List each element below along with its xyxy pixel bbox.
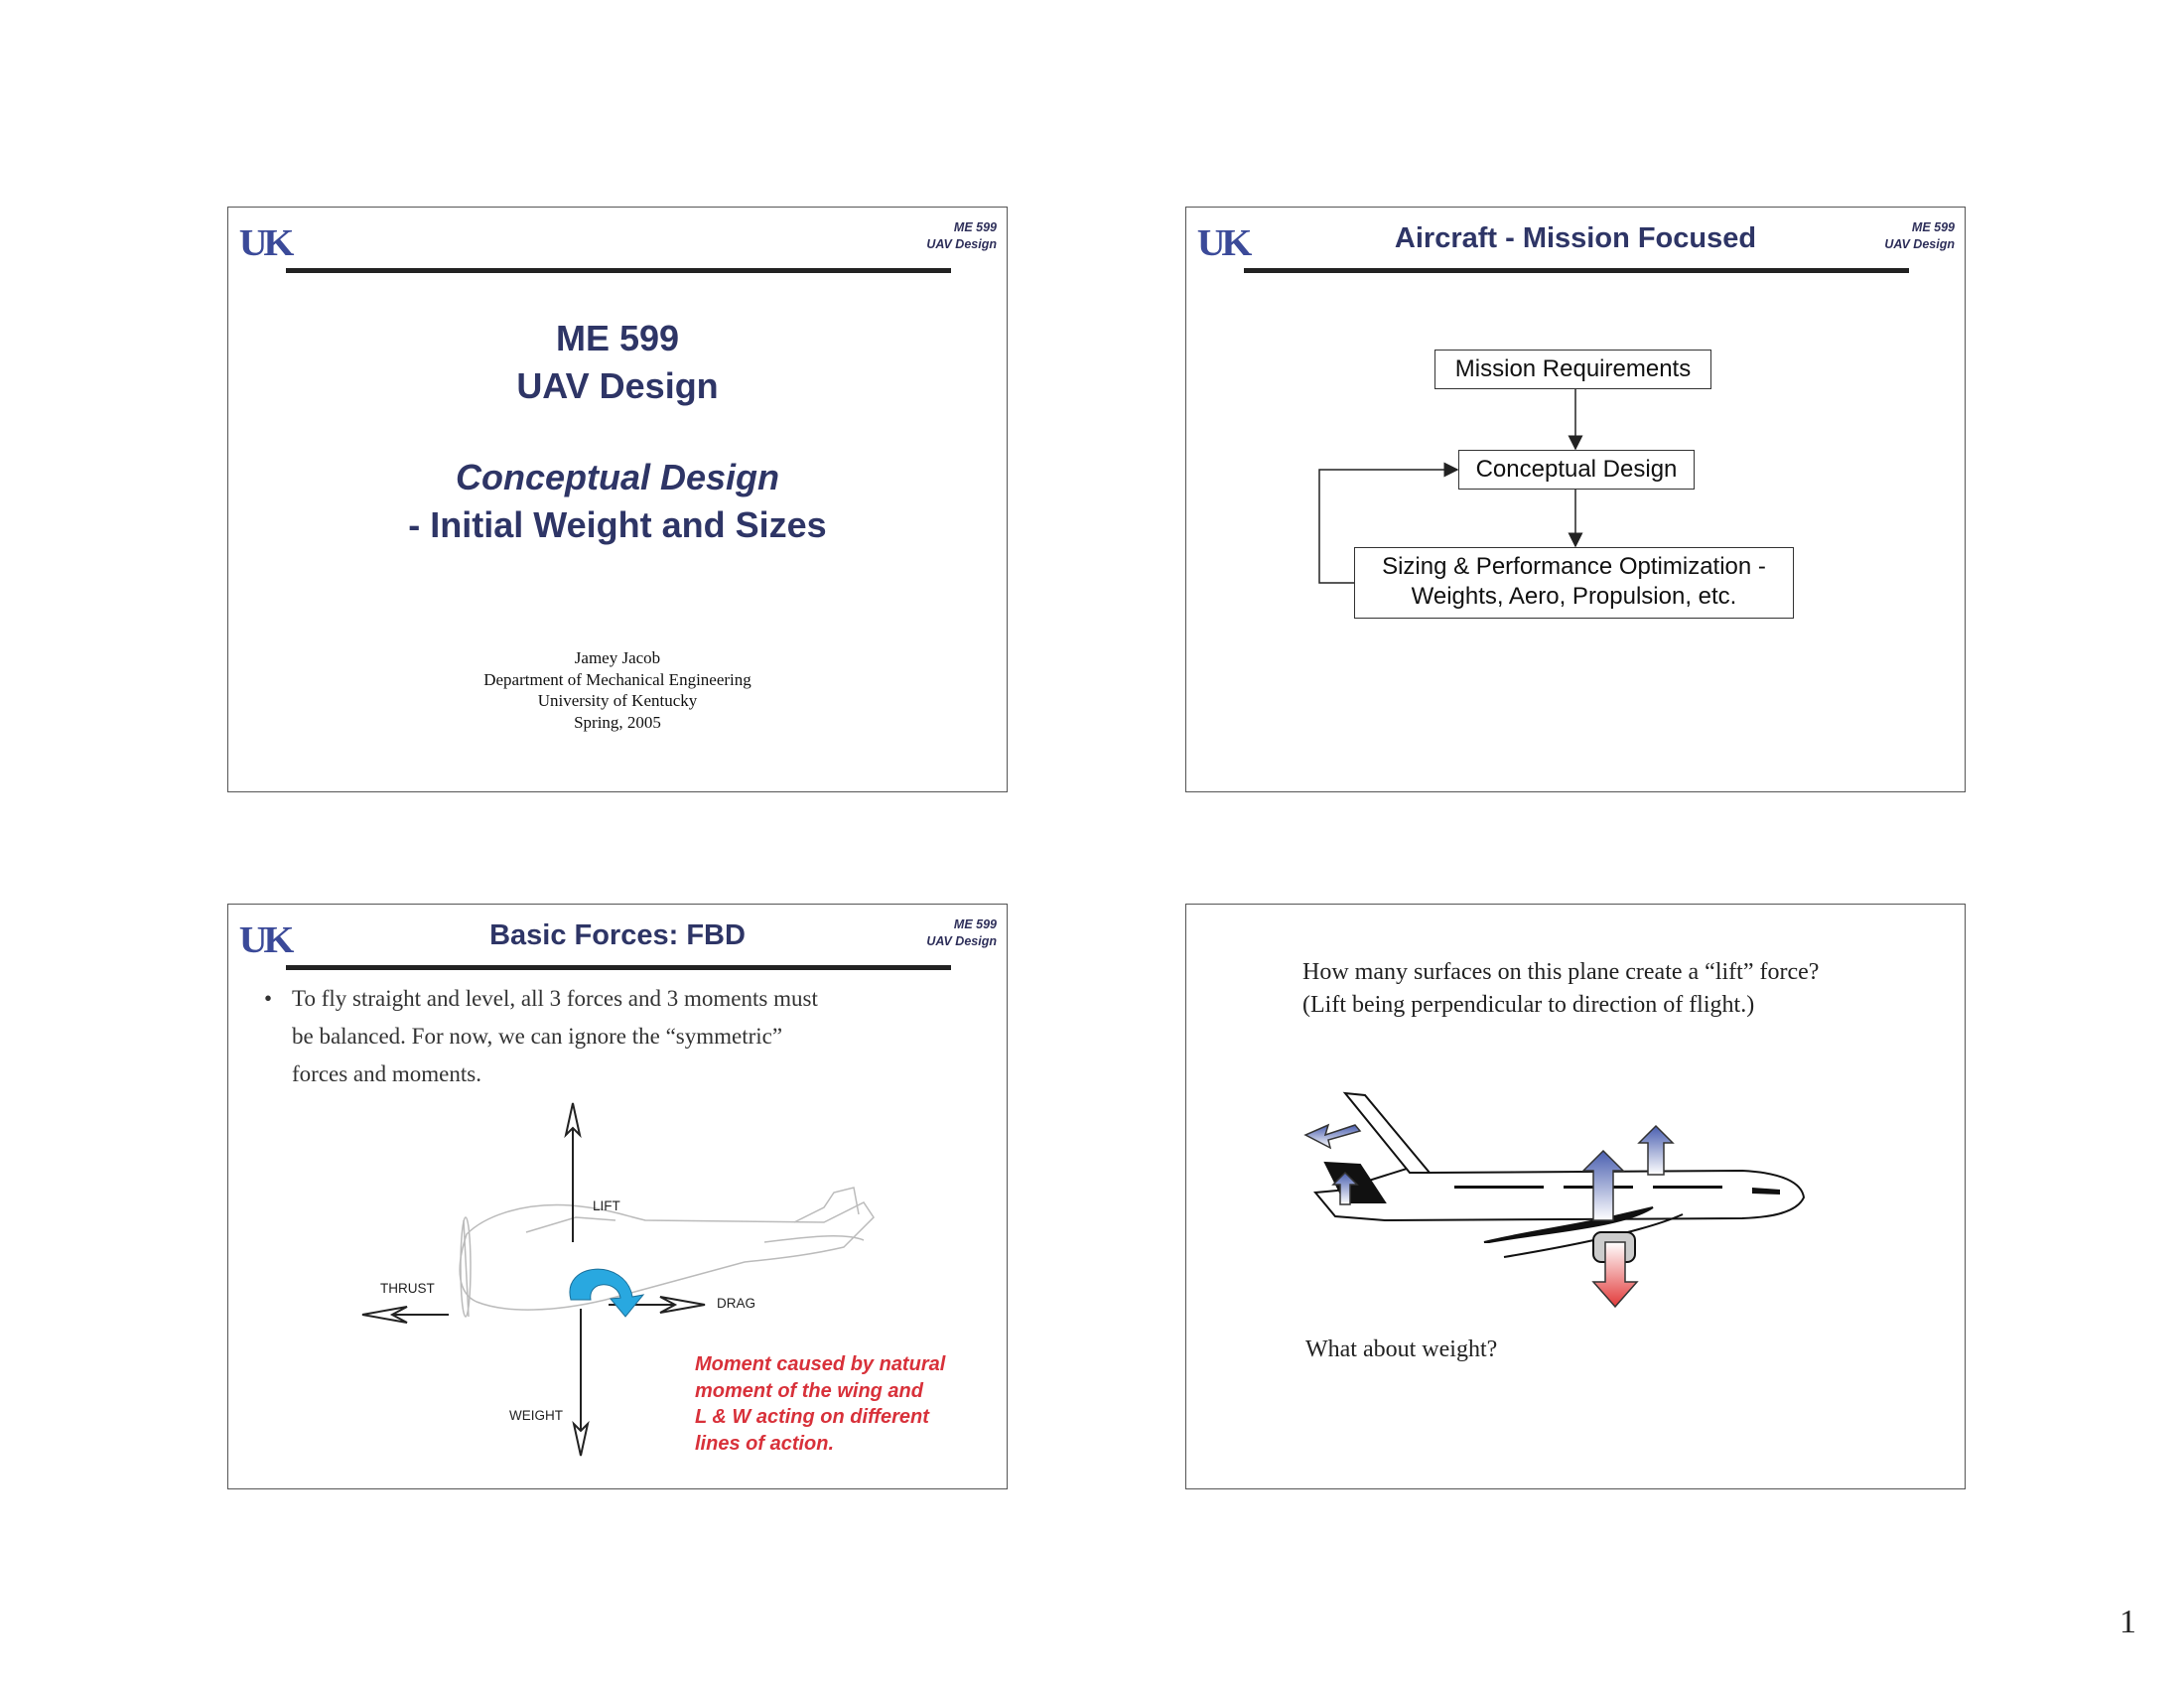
author-university: University of Kentucky xyxy=(537,691,698,710)
weight-arrowhead xyxy=(572,1420,590,1457)
moment-note-line2: moment of the wing and xyxy=(695,1379,923,1402)
thrust-arrowhead xyxy=(361,1306,408,1324)
header-rule xyxy=(1244,268,1909,273)
weight-label: WEIGHT xyxy=(509,1408,563,1423)
arrow-feedback-loop xyxy=(1318,462,1459,584)
lecture-subtitle: Conceptual Design - Initial Weight and S… xyxy=(228,454,1007,549)
flow-box-sizing-optimization: Sizing & Performance Optimization - Weig… xyxy=(1354,547,1794,619)
course-tag: ME 599 UAV Design xyxy=(926,916,997,950)
moment-note-line3: L & W acting on different xyxy=(695,1406,929,1428)
course-tag-name: UAV Design xyxy=(926,237,997,251)
slide-title: Aircraft - Mission Focused xyxy=(1394,222,1757,254)
aircraft-outline xyxy=(459,1187,875,1318)
subtitle-line1: Conceptual Design xyxy=(455,457,780,497)
course-title-name: UAV Design xyxy=(516,365,719,406)
course-tag: ME 599 UAV Design xyxy=(1884,219,1955,253)
flowchart-connectors xyxy=(1318,389,1583,584)
flow-box-sizing-line1: Sizing & Performance Optimization - xyxy=(1382,553,1766,580)
lift-arrow-tail xyxy=(1331,1171,1359,1205)
slide-title: Basic Forces: FBD xyxy=(489,919,746,951)
flow-box-sizing-line2: Weights, Aero, Propulsion, etc. xyxy=(1411,583,1737,610)
bullet-line1: To fly straight and level, all 3 forces … xyxy=(292,986,818,1011)
course-tag-number: ME 599 xyxy=(953,917,997,931)
uk-logo: UK xyxy=(238,919,295,961)
moment-note-line4: lines of action. xyxy=(695,1432,835,1455)
lift-question-line1: How many surfaces on this plane create a… xyxy=(1302,959,1820,985)
lift-arrow-fin xyxy=(1303,1123,1362,1150)
author-department: Department of Mechanical Engineering xyxy=(483,669,751,689)
course-tag-name: UAV Design xyxy=(926,934,997,948)
airliner-body xyxy=(1313,1091,1806,1263)
course-tag-number: ME 599 xyxy=(1911,220,1955,234)
subtitle-line2: - Initial Weight and Sizes xyxy=(408,504,827,545)
weight-arrow xyxy=(1591,1241,1639,1309)
moment-note: Moment caused by natural moment of the w… xyxy=(695,1351,945,1457)
author-term: Spring, 2005 xyxy=(574,712,661,732)
bullet-dot: • xyxy=(264,986,273,1011)
uk-logo: UK xyxy=(238,222,295,264)
course-title: ME 599 UAV Design xyxy=(228,315,1007,410)
slide-basic-forces: UK Basic Forces: FBD ME 599 UAV Design •… xyxy=(227,904,1008,1489)
header-rule xyxy=(286,268,951,273)
course-tag-number: ME 599 xyxy=(953,220,997,234)
thrust-label: THRUST xyxy=(380,1281,435,1296)
moment-note-line1: Moment caused by natural xyxy=(695,1353,946,1375)
bullet-line3: forces and moments. xyxy=(292,1061,481,1086)
bullet-line2: be balanced. For now, we can ignore the … xyxy=(292,1024,783,1049)
lift-question: How many surfaces on this plane create a… xyxy=(1302,956,1819,1022)
lift-question-line2: (Lift being perpendicular to direction o… xyxy=(1302,992,1755,1018)
course-tag-name: UAV Design xyxy=(1884,237,1955,251)
author-block: Jamey Jacob Department of Mechanical Eng… xyxy=(228,647,1007,733)
uk-logo: UK xyxy=(1196,222,1253,264)
drag-label: DRAG xyxy=(717,1296,756,1311)
slide-title-page: UK ME 599 UAV Design ME 599 UAV Design C… xyxy=(227,207,1008,792)
lift-label: LIFT xyxy=(593,1198,620,1213)
course-title-number: ME 599 xyxy=(555,318,680,358)
lift-arrow-fuselage xyxy=(1637,1124,1675,1176)
bullet-text: • To fly straight and level, all 3 force… xyxy=(264,980,937,1093)
drag-arrowhead xyxy=(659,1296,706,1314)
airliner-illustration xyxy=(1303,1091,1806,1309)
slide-lift-question: How many surfaces on this plane create a… xyxy=(1185,904,1966,1489)
course-tag: ME 599 UAV Design xyxy=(926,219,997,253)
moment-arrow xyxy=(569,1268,645,1318)
flow-box-conceptual-design: Conceptual Design xyxy=(1458,450,1695,490)
free-body-diagram xyxy=(361,1102,875,1457)
author-name: Jamey Jacob xyxy=(574,648,661,667)
lift-arrow-wing xyxy=(1581,1149,1625,1221)
flow-box-mission-requirements: Mission Requirements xyxy=(1434,350,1711,389)
slide-mission-focused: UK Aircraft - Mission Focused ME 599 UAV… xyxy=(1185,207,1966,792)
lift-arrowhead xyxy=(564,1102,582,1139)
header-rule xyxy=(286,965,951,970)
weight-question: What about weight? xyxy=(1305,1336,1498,1362)
page-number: 1 xyxy=(2119,1604,2136,1640)
